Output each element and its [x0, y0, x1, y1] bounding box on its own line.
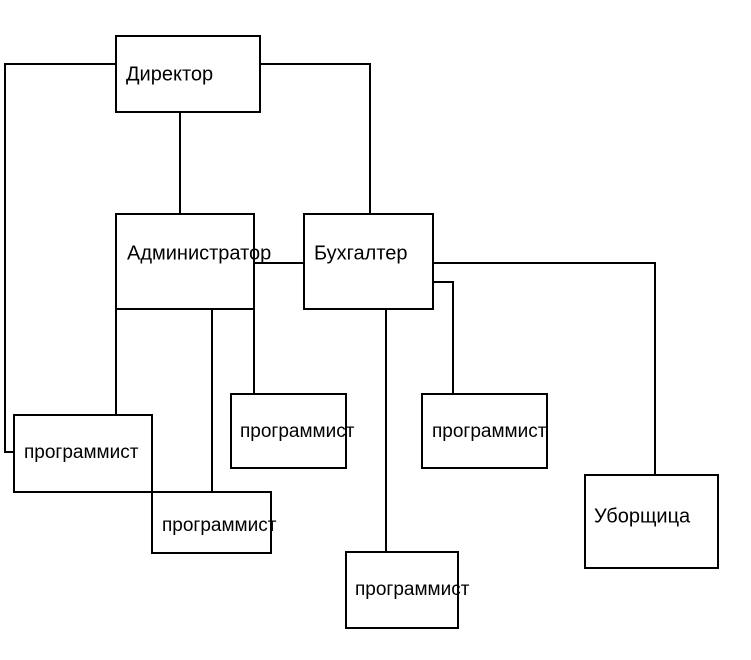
cleaner-box — [584, 474, 719, 569]
node-programmer-1: программист — [13, 414, 153, 493]
programmer-3-label: программист — [240, 421, 355, 442]
node-admin: Администратор — [115, 213, 271, 310]
programmer-1-box — [13, 414, 153, 493]
node-programmer-2: программист — [151, 491, 277, 554]
node-programmer-4: программист — [421, 393, 548, 469]
node-accountant: Бухгалтер — [303, 213, 434, 310]
programmer-5-box — [345, 551, 459, 629]
programmer-5-label: программист — [355, 579, 470, 600]
accountant-label: Бухгалтер — [314, 242, 408, 264]
connector-director-left — [4, 63, 116, 453]
connector-director-accountant — [260, 63, 371, 214]
programmer-2-box — [151, 491, 272, 554]
accountant-box — [303, 213, 434, 310]
programmer-4-label: программист — [432, 421, 547, 442]
node-cleaner: Уборщица — [584, 474, 719, 569]
director-box — [115, 35, 261, 113]
programmer-3-box — [230, 393, 347, 469]
admin-label: Администратор — [127, 242, 271, 264]
programmer-1-label: программист — [24, 442, 139, 463]
programmer-4-box — [421, 393, 548, 469]
node-director: Директор — [115, 35, 261, 113]
cleaner-label: Уборщица — [594, 505, 691, 527]
connector-accountant-programmer-4 — [433, 281, 454, 394]
director-label: Директор — [126, 63, 213, 85]
admin-box — [115, 213, 255, 310]
programmer-2-label: программист — [162, 515, 277, 536]
connector-accountant-cleaner — [433, 262, 656, 475]
node-programmer-3: программист — [230, 393, 355, 469]
node-programmer-5: программист — [345, 551, 470, 629]
